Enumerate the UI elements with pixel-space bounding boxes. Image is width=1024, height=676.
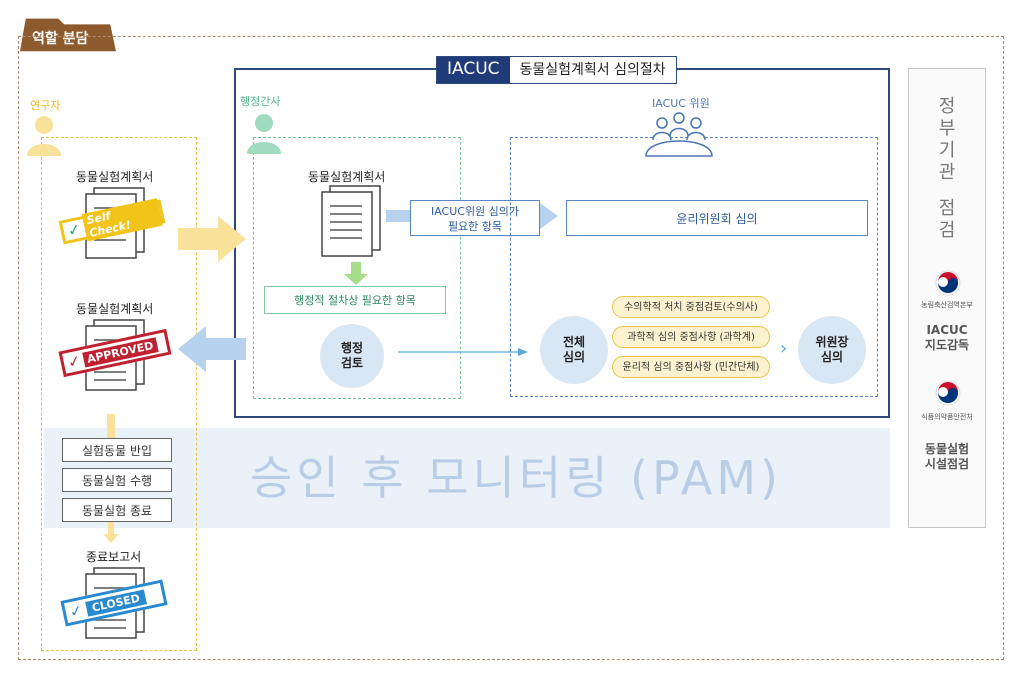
section-tab-shape	[20, 18, 116, 52]
review-pill-science: 과학적 심의 중점사항 (과학계)	[612, 326, 770, 348]
researcher-person-icon	[27, 116, 61, 156]
step-box-1: 실험동물 반입	[62, 438, 172, 462]
check-icon-closed: ✓	[68, 600, 85, 622]
review-pill-vet: 수의학적 처치 중점검토(수의사)	[612, 296, 770, 318]
ethics-committee-box: 윤리위원회 심의	[566, 200, 868, 236]
government-title: 정 부 기 관 점 검	[938, 96, 956, 241]
iacuc-header-title: 동물실험계획서 심의절차	[519, 62, 666, 78]
chevron-right-icon: ›	[780, 338, 788, 359]
admin-role-label: 행정간사	[240, 95, 281, 108]
admin-doc-label: 동물실험계획서	[308, 170, 386, 184]
pam-title: 승인 후 모니터링 (PAM)	[250, 451, 782, 505]
step-box-2: 동물실험 수행	[62, 468, 172, 492]
researcher-doc1-label: 동물실험계획서	[76, 170, 154, 184]
admin-down-arrow	[344, 262, 368, 285]
researcher-column	[41, 137, 197, 651]
government-emblem-icon-2	[935, 380, 961, 406]
review-flow-line	[398, 348, 528, 356]
researcher-down-arrow-2	[103, 522, 119, 543]
submit-arrow	[178, 216, 246, 262]
org2-name: 식품의약품안전처	[921, 413, 973, 421]
member-role-label: IACUC 위원	[652, 97, 710, 110]
check-icon-approved: ✓	[66, 351, 83, 372]
admin-column	[253, 137, 461, 399]
iacuc-badge: IACUC	[437, 57, 510, 83]
admin-doc-icon	[321, 185, 381, 257]
admin-person-icon	[247, 114, 281, 154]
step-box-3: 동물실험 종료	[62, 498, 172, 522]
committee-icon	[645, 112, 713, 157]
section-tab-label: 역할 분담	[32, 31, 89, 47]
approval-return-arrow	[178, 326, 246, 372]
org1-name: 농림축산검역본부	[921, 301, 973, 309]
admin-items-box: 행정적 절차상 필요한 항목	[264, 286, 446, 314]
final-report-label: 종료보고서	[86, 550, 142, 564]
check-icon: ✓	[66, 219, 83, 241]
government-column	[908, 68, 986, 528]
researcher-role-label: 연구자	[30, 99, 61, 112]
review-pill-ethics: 윤리적 심의 중점사항 (민간단체)	[612, 356, 770, 378]
roles-frame	[18, 36, 1004, 660]
researcher-down-arrow-1	[107, 414, 115, 442]
iacuc-header: IACUC 동물실험계획서 심의절차	[436, 56, 677, 84]
government-emblem-icon	[935, 270, 961, 296]
pam-band	[44, 428, 890, 528]
researcher-doc2-label: 동물실험계획서	[76, 302, 154, 316]
